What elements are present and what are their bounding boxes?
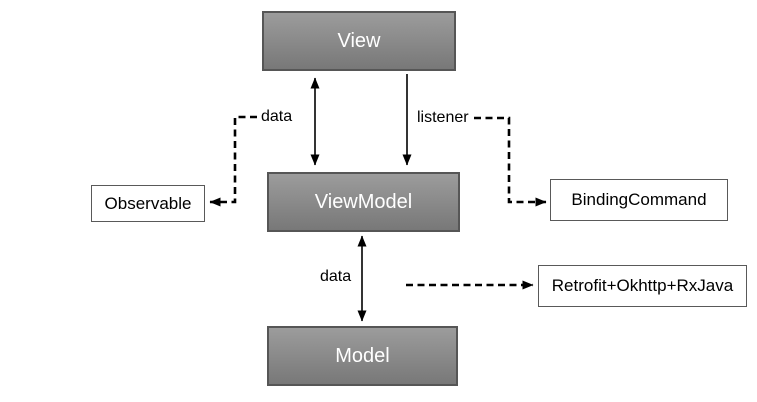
edge-label-listener: listener bbox=[417, 109, 469, 126]
node-observable: Observable bbox=[91, 185, 205, 222]
edge-viewmodel-bindingcommand-dashed-arrow bbox=[474, 116, 547, 207]
node-bindingcommand-label: BindingCommand bbox=[571, 190, 707, 209]
node-observable-label: Observable bbox=[104, 193, 192, 213]
node-viewmodel-label: ViewModel bbox=[314, 190, 413, 213]
node-view-label: View bbox=[337, 29, 381, 52]
node-model: Model bbox=[267, 326, 458, 386]
edge-label-data-bottom: data bbox=[320, 268, 352, 285]
node-retrofit-label: Retrofit+Okhttp+RxJava bbox=[551, 276, 734, 295]
node-retrofit: Retrofit+Okhttp+RxJava bbox=[538, 265, 747, 307]
edge-label-data-top: data bbox=[261, 108, 293, 125]
node-model-label: Model bbox=[335, 344, 390, 367]
node-bindingcommand: BindingCommand bbox=[550, 179, 728, 221]
node-viewmodel: ViewModel bbox=[267, 172, 460, 232]
edge-viewmodel-observable-dashed-arrow bbox=[209, 115, 257, 207]
node-view: View bbox=[262, 11, 456, 71]
